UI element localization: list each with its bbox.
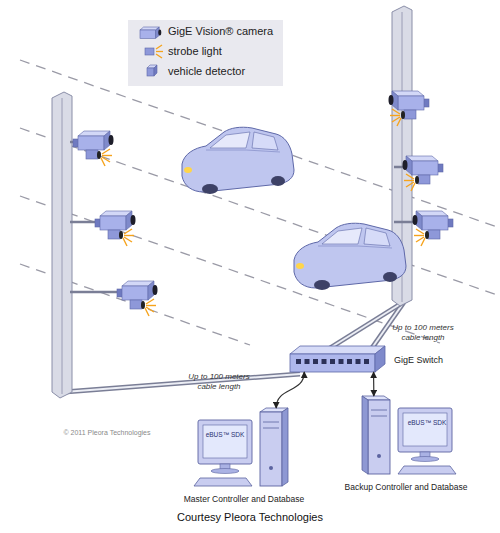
- legend-box: [128, 20, 283, 86]
- node-label: GigE Switch: [394, 355, 443, 366]
- switch-shape: [290, 346, 385, 372]
- cable-length-note: Up to 100 meters cable length: [180, 372, 258, 392]
- network-link: [276, 372, 304, 408]
- legend-text: strobe light: [168, 45, 222, 58]
- camera-symbol: [95, 211, 136, 246]
- car-illustration: [182, 127, 294, 194]
- legend-text: vehicle detector: [168, 65, 245, 78]
- camera-icon: [140, 27, 161, 38]
- cable: [64, 298, 410, 392]
- figure-caption: Courtesy Pleora Technologies: [177, 511, 323, 523]
- gantry-pole: [52, 6, 412, 398]
- computer-shape: [360, 396, 452, 478]
- car-illustration: [294, 223, 406, 290]
- strobe-icon: [145, 45, 163, 58]
- road-lane-lines: [20, 60, 500, 345]
- camera-arm: [70, 102, 443, 292]
- controller-computer: Master Controller and Database: [198, 408, 290, 490]
- computer-shape: [198, 408, 290, 490]
- node-label: Master Controller and Database: [184, 494, 304, 505]
- cable-length-note: Up to 100 meters cable length: [384, 323, 462, 343]
- screen-text: eBUS™ SDK: [405, 419, 449, 428]
- network-switch: GigE Switch: [290, 346, 385, 372]
- camera-symbol: [73, 131, 114, 166]
- detector-icon: [147, 65, 157, 76]
- node-label: Backup Controller and Database: [345, 482, 468, 493]
- camera-symbol: [413, 211, 454, 246]
- camera-symbol: [403, 156, 444, 191]
- camera-symbol: [117, 281, 158, 316]
- controller-computer: Backup Controller and Database: [360, 396, 452, 478]
- legend-text: GigE Vision® camera: [168, 25, 273, 38]
- camera-symbol: [389, 91, 430, 126]
- network-link: [373, 372, 374, 396]
- copyright-watermark: © 2011 Pleora Technologies: [52, 428, 162, 437]
- screen-text: eBUS™ SDK: [203, 431, 247, 440]
